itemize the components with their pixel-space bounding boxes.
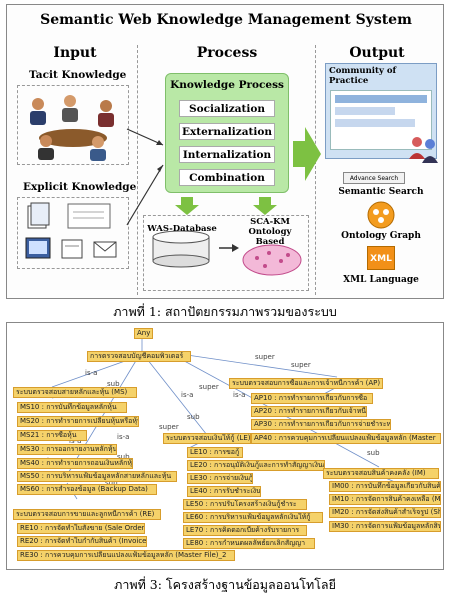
figure3-caption: ภาพที่ 3: โครงสร้างฐานข้อมูลออนโทโลยี [114, 577, 336, 592]
ontology-node[interactable]: AP30 : การทำรายการเกี่ยวกับการจ่ายชำระหน… [251, 419, 391, 430]
architecture-figure: Semantic Web Knowledge Management System… [6, 4, 444, 299]
ontology-node[interactable]: RE10 : การจัดทำใบสั่งขาย (Sale Orders) [17, 523, 145, 534]
ontology-node[interactable]: MS50 : การบริหารแฟ้มข้อมูลหลักสายหลักและ… [17, 471, 177, 482]
storage-box [143, 215, 309, 291]
ontology-node[interactable]: IM10 : การจัดการสินค้าคงเหลือ (Ma [329, 494, 441, 505]
relation-label: sub [105, 479, 118, 487]
ontology-node[interactable]: LE10 : การขอกู้ [187, 447, 243, 458]
users-icon [409, 137, 438, 163]
relation-label: is-a [117, 433, 130, 441]
explicit-knowledge-label: Explicit Knowledge [23, 181, 137, 193]
step-combination: Combination [179, 169, 275, 186]
ontology-node[interactable]: MS20 : การทำรายการเปลี่ยนหุ้นหรือหุ้น [17, 416, 139, 427]
ontology-node[interactable]: MS60 : การสำรองข้อมูล (Backup Data) [17, 484, 157, 495]
ontology-node[interactable]: LE70 : การคิดดอกเบี้ยค้างรับรายการ [183, 525, 307, 536]
relation-label: is-a [181, 391, 194, 399]
community-label: Community of Practice [329, 66, 397, 86]
figure-title: Semantic Web Knowledge Management System [40, 12, 412, 28]
relation-label: super [159, 423, 179, 431]
ontology-node[interactable]: RE20 : การจัดทำใบกำกับสินค้า (Invoice) [17, 536, 147, 547]
step-externalization: Externalization [179, 123, 275, 140]
figure1-caption: ภาพที่ 1: สถาปัตยกรรมภาพรวมของระบบ [113, 304, 337, 319]
process-heading: Process [196, 45, 258, 61]
ontology-node[interactable]: AP40 : การควบคุมการเปลี่ยนแปลงแฟ้มข้อมูล… [251, 433, 441, 444]
relation-label: is-a [69, 437, 82, 445]
relation-label: super [255, 353, 275, 361]
ontology-node[interactable]: ระบบตรวจสอบการซื้อและการเจ้าหนี้การค้า (… [229, 378, 383, 389]
relation-label: super [291, 361, 311, 369]
explicit-knowledge-box [17, 197, 129, 269]
step-socialization: Socialization [179, 100, 275, 117]
ontology-structure-figure: super super sub is-a super is-a is-a sub… [6, 322, 444, 570]
down-arrows [175, 197, 277, 215]
divider-line [137, 45, 138, 295]
relation-label: super [199, 383, 219, 391]
window-content [330, 90, 432, 150]
xml-language-label: XML Language [343, 275, 419, 285]
ontology-graph-label: Ontology Graph [341, 231, 421, 241]
relation-label: sub [107, 380, 120, 388]
ontology-node[interactable]: LE60 : การบริหารแฟ้มข้อมูลหลักเงินให้กู้ [183, 512, 323, 523]
ontology-node[interactable]: การตรวจสอบบัญชีคอมพิวเตอร์ [87, 351, 191, 362]
ontology-label: SCA-KM Ontology Based [248, 217, 292, 247]
advance-search-button[interactable]: Advance Search [343, 172, 405, 184]
ontology-node[interactable]: LE20 : การอนุมัติเงินกู้และการทำสัญญาเงิ… [187, 460, 325, 471]
people-meeting-icon [30, 95, 114, 161]
ontology-node[interactable]: RE30 : การควบคุมการเปลี่ยนแปลงแฟ้มข้อมูล… [17, 550, 235, 561]
ontology-node[interactable]: ระบบตรวจสอบการขายและลูกหนี้การค้า (RE) [13, 509, 161, 520]
input-arrows [126, 128, 164, 226]
step-internalization: Internalization [179, 146, 275, 163]
ontology-node[interactable]: LE50 : การปรับโครงสร้างเงินกู้ชำระ [183, 499, 307, 510]
ontology-node[interactable]: IM00 : การบันทึกข้อมูลเกี่ยวกับสินค้าคงเ… [329, 481, 441, 492]
ontology-node[interactable]: LE30 : การจ่ายเงินกู้ [187, 473, 253, 484]
arrow-right-icon [219, 244, 239, 252]
ontology-node[interactable]: ระบบตรวจสอบเงินให้กู้ (LE) [163, 433, 251, 444]
input-heading: Input [53, 45, 97, 61]
output-heading: Output [349, 45, 405, 61]
ontology-node[interactable]: AP10 : การทำรายการเกี่ยวกับการซื้อ [251, 393, 373, 404]
tacit-knowledge-box [17, 85, 129, 165]
ontology-node[interactable]: ระบบตรวจสอบสินค้าคงคลัง (IM) [323, 468, 439, 479]
ontology-node[interactable]: AP20 : การทำรายการเกี่ยวกับเจ้าหนี้ [251, 406, 367, 417]
divider-line [315, 45, 316, 295]
green-arrow-right [293, 127, 321, 181]
semantic-search-label: Semantic Search [338, 187, 424, 197]
database-label: WAS-Database [147, 224, 217, 234]
ontology-node[interactable]: MS10 : การบันทึกข้อมูลหลักหุ้น [17, 402, 127, 413]
ontology-icon [242, 244, 302, 276]
documents-icon [25, 202, 117, 259]
relation-label: is-a [85, 369, 98, 377]
ontology-node[interactable]: ระบบตรวจสอบสายหลักและหุ้น (MS) [13, 387, 137, 398]
relation-label: sub [187, 413, 200, 421]
ontology-node[interactable]: MS40 : การทำรายการถอนเงินหลักหุ้น [17, 458, 133, 469]
ontology-node[interactable]: MS21 : การซื้อหุ้น [17, 430, 87, 441]
ontology-node[interactable]: LE40 : การรับชำระเงินกู้ [187, 486, 261, 497]
ontology-node[interactable]: IM30 : การจัดการแฟ้มข้อมูลหลักสิน [329, 521, 441, 532]
tacit-knowledge-label: Tacit Knowledge [29, 69, 127, 81]
ontology-node[interactable]: IM20 : การจัดส่งสินค้าสำเร็จรูป (Shi [329, 507, 441, 518]
relation-label: sub [117, 453, 130, 461]
ontology-graph-icon [367, 201, 395, 229]
ontology-node[interactable]: MS30 : การออกรายงานหลักหุ้น [17, 444, 117, 455]
relation-label: sub [367, 449, 380, 457]
relation-label: is-a [233, 391, 246, 399]
database-icon [152, 230, 210, 268]
xml-icon: XML [367, 246, 395, 270]
ontology-node-root[interactable]: Any [134, 328, 154, 339]
knowledge-process-title: Knowledge Process [170, 79, 284, 91]
ontology-node[interactable]: LE80 : การกำหนดผลลัพธ์ยกเลิกสัญญา [183, 538, 315, 549]
